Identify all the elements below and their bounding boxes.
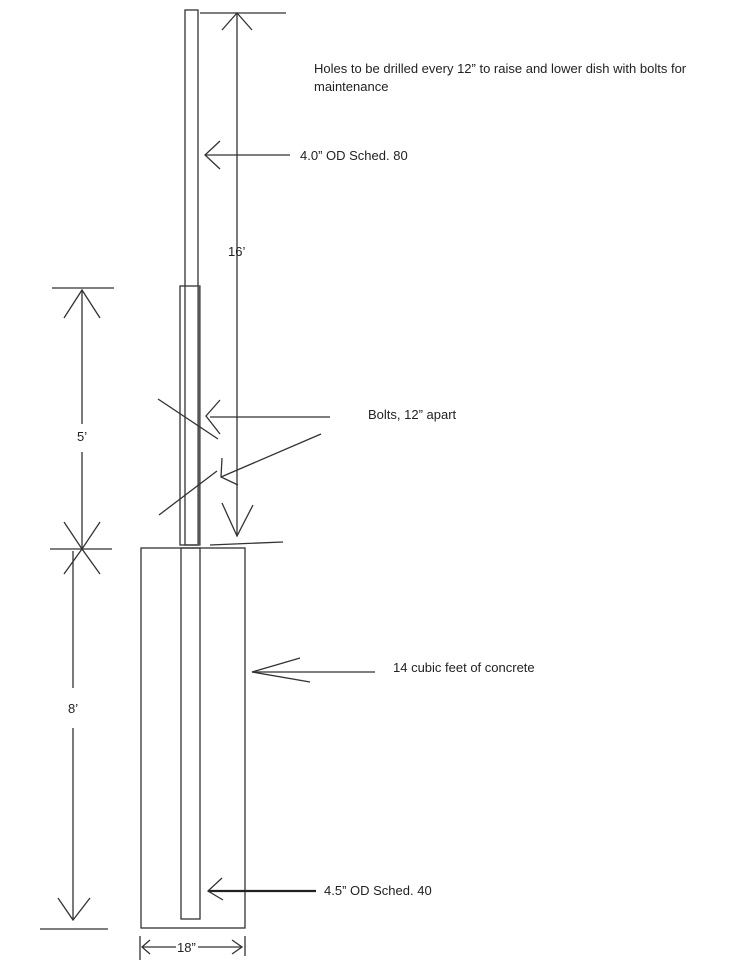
- upper-pipe-callout: 4.0” OD Sched. 80: [204, 140, 408, 170]
- dimension-18in-label: 18”: [177, 940, 196, 955]
- dimension-18in: 18”: [139, 936, 246, 960]
- lower-pipe-callout: 4.5” OD Sched. 40: [206, 877, 432, 901]
- upper-pipe-label: 4.0” OD Sched. 80: [300, 148, 408, 163]
- bolts-label: Bolts, 12” apart: [368, 407, 457, 422]
- dimension-8ft-label: 8’: [68, 701, 78, 716]
- holes-note-line2: maintenance: [314, 79, 388, 94]
- holes-note-line1: Holes to be drilled every 12” to raise a…: [314, 61, 687, 76]
- lower-pipe: [180, 547, 201, 920]
- dimension-16ft: 16’: [200, 12, 286, 538]
- dimension-5ft: 5’: [50, 287, 114, 575]
- lower-pipe-label: 4.5” OD Sched. 40: [324, 883, 432, 898]
- concrete-label: 14 cubic feet of concrete: [393, 660, 535, 675]
- dimension-8ft: 8’: [40, 551, 108, 930]
- dimension-5ft-label: 5’: [77, 429, 87, 444]
- bolts-callout: Bolts, 12” apart: [157, 398, 457, 516]
- concrete-callout: 14 cubic feet of concrete: [251, 657, 535, 683]
- dimension-16ft-label: 16’: [228, 244, 245, 259]
